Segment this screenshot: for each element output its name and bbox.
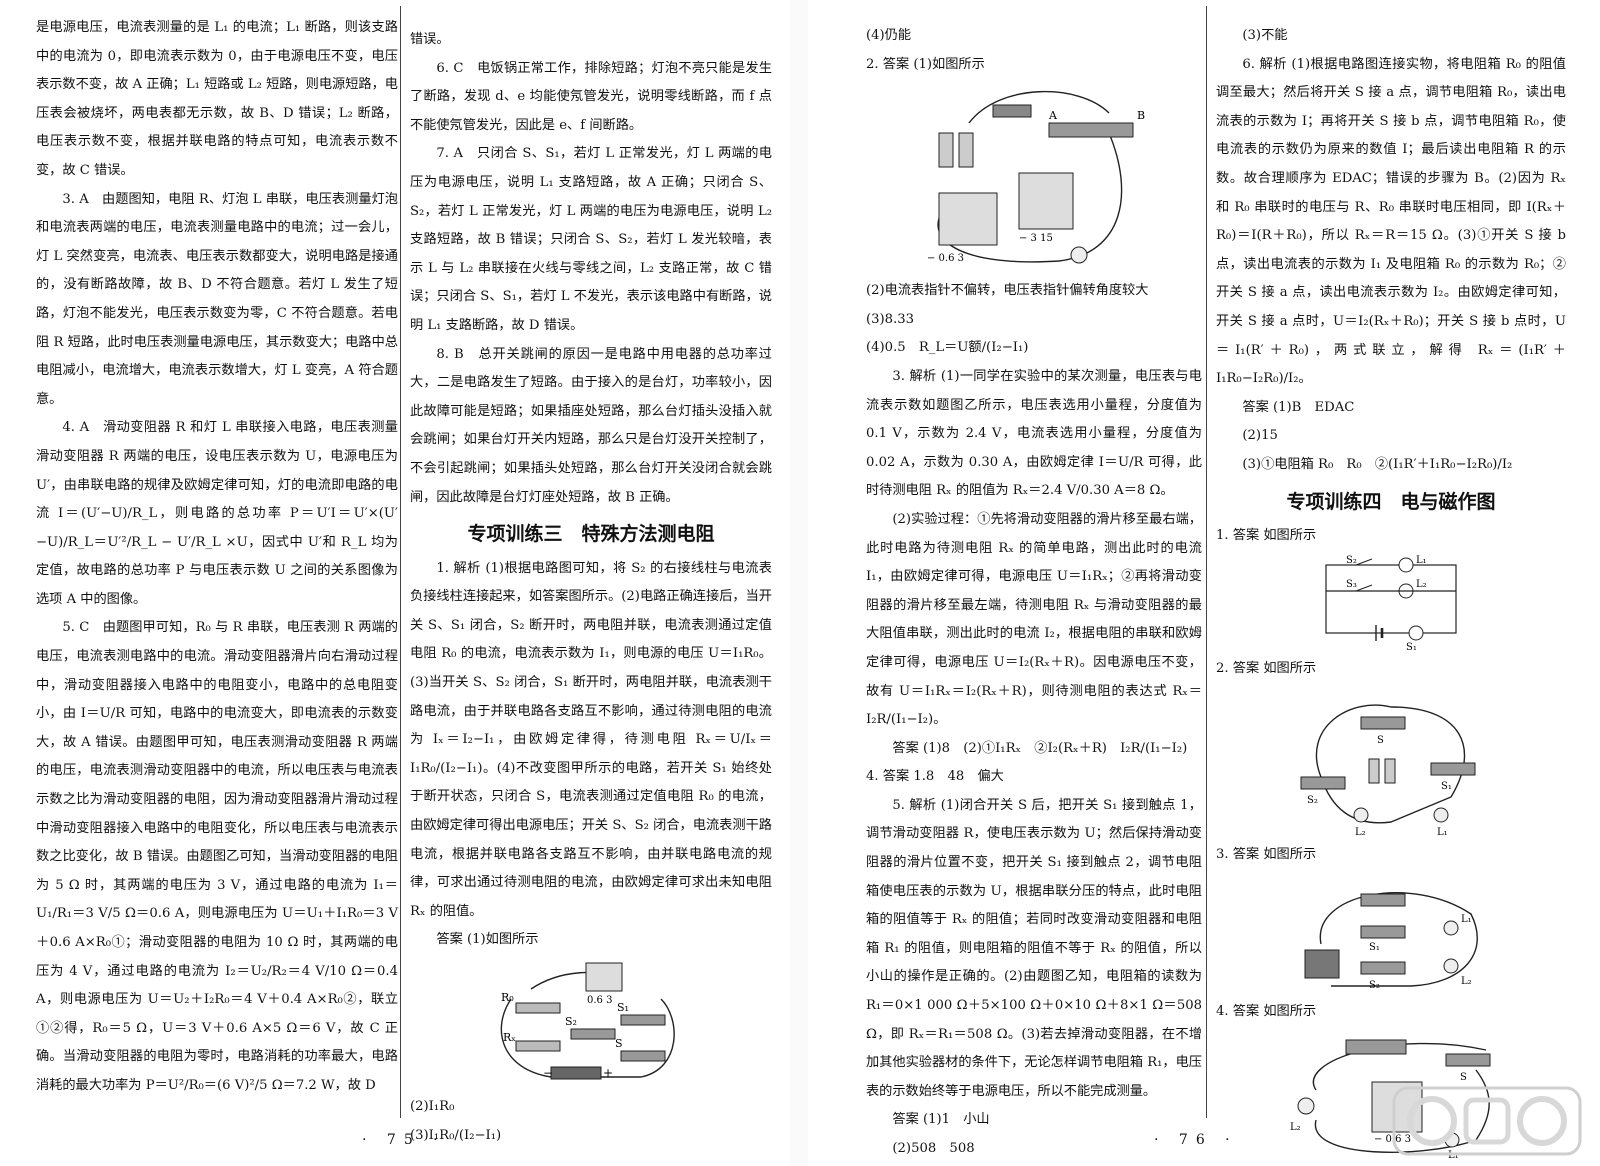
label-l2: L₂: [1290, 1122, 1301, 1133]
right-page-column-2: (3)不能 6. 解析 (1)根据电路图连接实物，将电阻箱 R₀ 的阻值调至最大…: [1216, 22, 1566, 1164]
answer-item: (3)I₁R₀/(I₂−I₁): [410, 1127, 502, 1143]
label-l1: L₁: [1461, 914, 1472, 925]
label-s: S: [615, 1037, 623, 1050]
answer-item: (2)电流表指针不偏转，电压表指针偏转角度较大: [866, 283, 1149, 299]
answer-item: (3)8.33: [866, 311, 915, 327]
label-l1: L₁: [1416, 555, 1427, 566]
answer-label: 2. 答案 (1)如图所示: [866, 56, 985, 72]
paragraph: 5. 解析 (1)闭合开关 S 后，把开关 S₁ 接到触点 1，调节滑动变阻器 …: [866, 797, 1202, 1099]
paragraph: 错误。: [410, 32, 450, 47]
label-s1: S₁: [1369, 942, 1380, 953]
left-page-column-1: 是电源电压，电流表测量的是 L₁ 的电流；L₁ 断路，则该支路中的电流为 0，即…: [36, 14, 398, 1101]
answer-item: (2)I₁R₀: [410, 1099, 455, 1114]
label-b: B: [1137, 109, 1145, 122]
answer-item: (4)0.5 R_L＝U额/(I₂−I₁): [866, 340, 1029, 356]
left-page-column-2: 错误。 6. C 电饭锅正常工作，排除短路；灯泡不亮只能是发生了断路，发现 d、…: [410, 26, 772, 1150]
section-title: 专项训练三 特殊方法测电阻: [467, 523, 715, 546]
answer-item: (3)不能: [1242, 28, 1288, 43]
label-s1: S₁: [617, 1001, 629, 1014]
answer-item: (3)①电阻箱 R₀ R₀ ②(I₁R′＋I₁R₀−I₂R₀)/I₂: [1242, 456, 1513, 472]
answer-item: 答案 (1)8 (2)①I₁Rₓ ②I₂(Rₓ＋R) I₂R/(I₁−I₂): [892, 740, 1188, 756]
label-s1: S₁: [1441, 781, 1452, 792]
section-title: 专项训练四 电与磁作图: [1286, 490, 1496, 513]
paragraph: (2)实验过程：①先将滑动变阻器的滑片移至最右端，此时电路为待测电阻 Rₓ 的简…: [866, 511, 1202, 728]
label-s2: S₂: [1307, 795, 1318, 806]
paragraph: 是电源电压，电流表测量的是 L₁ 的电流；L₁ 断路，则该支路中的电流为 0，即…: [36, 20, 398, 178]
label-minus: −: [543, 1066, 553, 1080]
label-l1: L₁: [1437, 827, 1448, 837]
paragraph: 3. A 由题图知，电阻 R、灯泡 L 串联，电压表测量灯泡和电流表两端的电压，…: [36, 191, 398, 407]
paragraph: 8. B 总开关跳闸的原因一是电路中用电器的总功率过大，二是电路发生了短路。由于…: [410, 346, 772, 505]
answer-item: 答案 (1)1 小山: [892, 1112, 990, 1128]
label-r0: R₀: [501, 991, 514, 1004]
label-s3: S₃: [1346, 579, 1357, 590]
paragraph: 6. 解析 (1)根据电路图连接实物，将电阻箱 R₀ 的阻值调至最大；然后将开关…: [1216, 56, 1566, 387]
answer-item: 答案 (1)B EDAC: [1242, 399, 1355, 415]
gutter: [790, 0, 808, 1166]
label-s2: S₂: [565, 1015, 577, 1028]
answer-label: 3. 答案 如图所示: [1216, 847, 1317, 863]
answer-label: 2. 答案 如图所示: [1216, 660, 1317, 676]
label-l2: L₂: [1355, 827, 1366, 837]
page-number: 76: [1178, 1132, 1213, 1148]
circuit-figure-3: S₂ S₃ L₁ L₂ S₁: [1325, 555, 1457, 651]
right-page-column-1: (4)仍能 2. 答案 (1)如图所示 A B − 0.6 3 − 3 15 (…: [866, 22, 1202, 1164]
label-s2: S₂: [1369, 980, 1380, 991]
paragraph: 7. A 只闭合 S、S₁，若灯 L 正常发光，灯 L 两端的电压为电源电压，说…: [410, 146, 772, 333]
circuit-figure-5: S₁ S₂ L₁ L₂: [1304, 891, 1478, 991]
paragraph: 4. A 滑动变阻器 R 和灯 L 串联接入电路，电压表测量滑动变阻器 R 两端…: [36, 420, 398, 607]
column-divider-right: [1206, 6, 1207, 1118]
label-s: S: [1460, 1072, 1467, 1083]
label-s1: S₁: [1406, 642, 1417, 651]
answer-item: (2)508 508: [892, 1141, 975, 1156]
page-number-right: · 76 ·: [1154, 1132, 1238, 1148]
answer-label: 4. 答案 如图所示: [1216, 1003, 1317, 1019]
answer-label: 答案 (1)如图所示: [436, 932, 539, 948]
answer-label: 1. 答案 如图所示: [1216, 528, 1317, 544]
watermark-logo: [1392, 1086, 1582, 1156]
label-a: A: [1048, 109, 1058, 122]
label-rx: Rₓ: [503, 1031, 516, 1044]
answer-item: (4)仍能: [866, 28, 912, 43]
answer-item: 4. 答案 1.8 48 偏大: [866, 769, 1004, 785]
paragraph: 3. 解析 (1)一同学在实验中的某次测量，电压表与电流表示数如题图乙所示，电压…: [866, 368, 1202, 499]
paragraph: 1. 解析 (1)根据电路图可知，将 S₂ 的右接线柱与电流表负接线柱连接起来，…: [410, 560, 772, 919]
label-l2: L₂: [1416, 579, 1427, 590]
label-s: S: [1377, 735, 1384, 746]
circuit-figure-2: A B − 0.6 3 − 3 15: [927, 91, 1145, 264]
answer-item: (2)15: [1242, 428, 1278, 444]
paragraph: 6. C 电饭锅正常工作，排除短路；灯泡不亮只能是发生了断路，发现 d、e 均能…: [410, 60, 772, 133]
label-l2: L₂: [1461, 976, 1472, 987]
label-plus: +: [603, 1066, 613, 1080]
page-number: 75: [386, 1132, 421, 1148]
circuit-figure-1: R₀ Rₓ S₂ S₁ S 0.6 3 − +: [500, 962, 675, 1080]
page-number-left: · 75 ·: [362, 1132, 446, 1148]
label-meter-voltmeter: − 3 15: [1019, 233, 1053, 244]
column-divider-left: [400, 6, 401, 1118]
label-s2: S₂: [1346, 555, 1357, 566]
label-meter: 0.6 3: [587, 995, 612, 1006]
label-meter-ammeter: − 0.6 3: [927, 253, 964, 264]
circuit-figure-4: S S₂ S₁ L₂ L₁: [1300, 704, 1476, 837]
paragraph: 5. C 由题图甲可知，R₀ 与 R 串联，电压表测 R 两端的电压，电流表测电…: [36, 620, 399, 1093]
